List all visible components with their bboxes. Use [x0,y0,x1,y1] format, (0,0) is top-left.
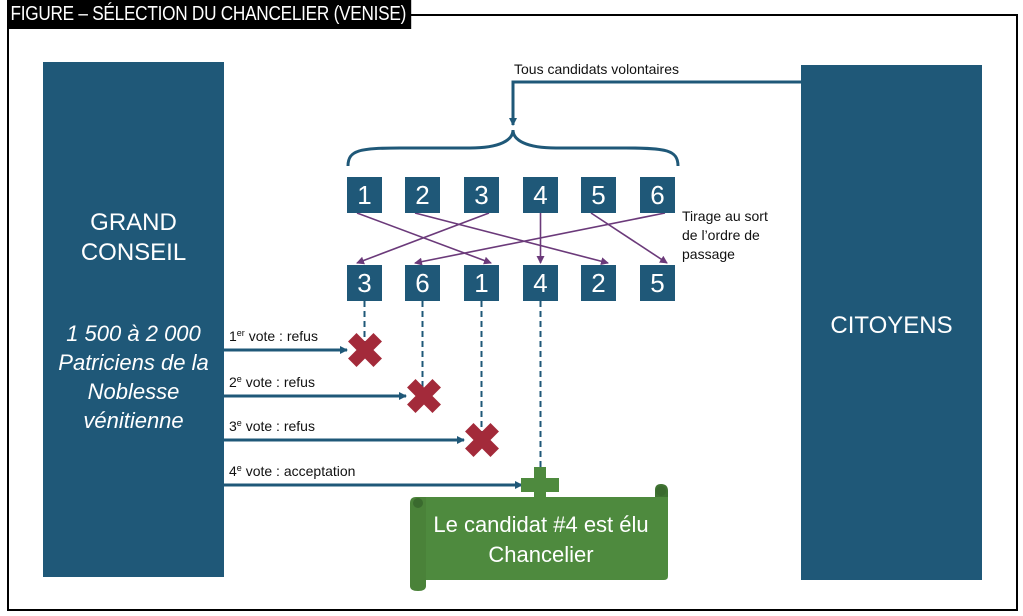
candidate-box-initial: 5 [581,177,616,213]
vote-number: 3 [229,418,237,434]
vote-number: 4 [229,463,237,479]
refuse-x-icon [465,423,499,457]
grand-conseil-panel: GRAND CONSEIL 1 500 à 2 000 Patriciens d… [43,62,224,577]
shuffle-line [590,212,668,264]
result-line1: Le candidat #4 est élu [433,512,649,537]
grand-conseil-desc-line3: Noblesse [87,379,180,404]
vote-label: 3e vote : refus [229,418,315,435]
citoyens-panel: CITOYENS [801,65,982,580]
vote-ordinal: e [236,418,242,428]
grand-conseil-title-line2: CONSEIL [80,239,187,266]
candidate-box-initial: 1 [347,177,382,213]
candidate-box-initial: 6 [640,177,675,213]
vote-ordinal: er [236,328,245,338]
accept-plus-icon [521,467,559,497]
shuffle-line [414,212,609,266]
refuse-x-icon [348,333,382,367]
vote-ordinal: e [236,374,242,384]
vote-number: 1 [229,328,237,344]
candidate-box-drawn: 4 [523,265,558,301]
draw-label-line2: de l’ordre de [682,227,760,243]
vote-text: vote : refus [241,418,315,434]
grand-conseil-desc-line1: 1 500 à 2 000 [66,321,201,346]
draw-label-line1: Tirage au sort [682,208,768,224]
vote-label: 4e vote : acceptation [229,463,355,480]
grand-conseil-description: 1 500 à 2 000 Patriciens de la Noblesse … [43,319,224,435]
grand-conseil-title: GRAND CONSEIL [43,208,224,268]
shuffle-line [414,212,666,266]
grand-conseil-title-line1: GRAND [90,209,177,236]
vote-ordinal: e [236,463,242,473]
vote-text: vote : refus [244,328,318,344]
figure-frame [7,14,1018,611]
grand-conseil-desc-line4: vénitienne [83,408,184,433]
grand-conseil-desc-line2: Patriciens de la [58,350,209,375]
citoyens-title: CITOYENS [830,312,953,339]
vote-text: vote : refus [241,374,315,390]
candidate-box-initial: 3 [464,177,499,213]
candidate-box-initial: 4 [523,177,558,213]
refuse-x-icon [407,379,441,413]
figure-title: FIGURE – SÉLECTION DU CHANCELIER (VENISE… [7,0,412,29]
shuffle-line [356,212,490,265]
candidates-brace [346,129,680,167]
candidate-box-drawn: 3 [347,265,382,301]
candidate-box-drawn: 1 [464,265,499,301]
draw-label: Tirage au sort de l’ordre de passage [682,207,768,264]
result-scroll [410,484,668,591]
draw-label-line3: passage [682,246,735,262]
vote-text: vote : acceptation [241,463,356,479]
candidate-box-drawn: 5 [640,265,675,301]
candidate-box-initial: 2 [405,177,440,213]
vote-label: 1er vote : refus [229,328,318,345]
candidate-box-drawn: 2 [581,265,616,301]
vote-label: 2e vote : refus [229,374,315,391]
candidates-connector [509,80,801,126]
candidates-label: Tous candidats volontaires [514,61,679,77]
result-line2: Chancelier [488,542,594,567]
candidate-box-drawn: 6 [405,265,440,301]
result-text: Le candidat #4 est élu Chancelier [418,510,664,570]
vote-number: 2 [229,374,237,390]
